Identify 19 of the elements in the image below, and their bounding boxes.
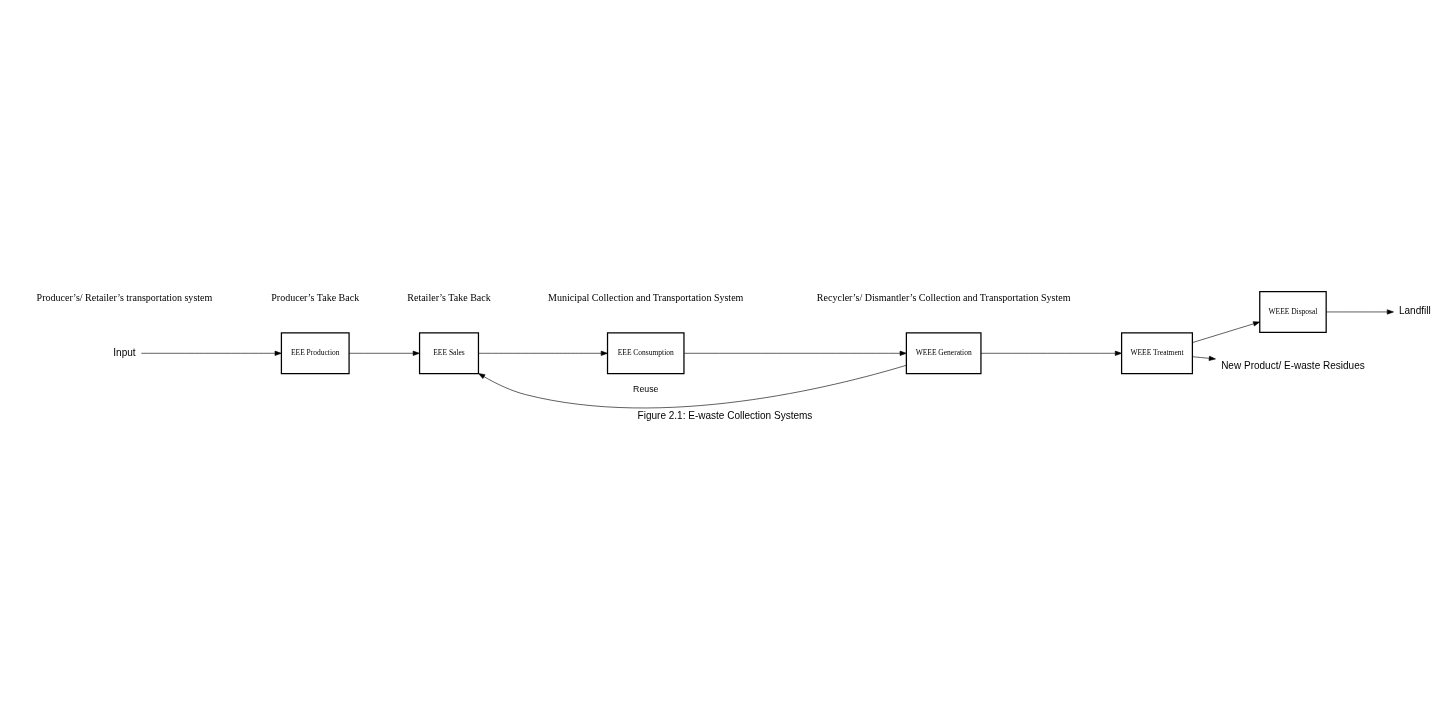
caption: Figure 2.1: E-waste Collection Systems (637, 409, 813, 421)
arrow (478, 350, 608, 356)
arrow (348, 350, 420, 356)
arrow (1325, 308, 1394, 314)
arrow (683, 350, 907, 356)
node-text: Input (113, 346, 136, 358)
label: Recycler’s/ Dismantler’s Collection and Transportation System (816, 291, 1071, 303)
label: Municipal Collection and Transportation System (548, 291, 744, 303)
arrow (478, 364, 907, 408)
arrow (980, 350, 1122, 356)
node-text: New Product/ E-waste Residues (1221, 359, 1365, 371)
label: Producer’s/ Retailer’s transportation system (36, 291, 213, 303)
arrow (1192, 320, 1260, 343)
edge-label: Reuse (633, 383, 659, 394)
arrow (1192, 355, 1216, 361)
arrow (141, 350, 282, 356)
label: Retailer’s Take Back (407, 291, 491, 303)
label: Producer’s Take Back (271, 291, 360, 303)
node-text: Landfill (1398, 304, 1431, 316)
